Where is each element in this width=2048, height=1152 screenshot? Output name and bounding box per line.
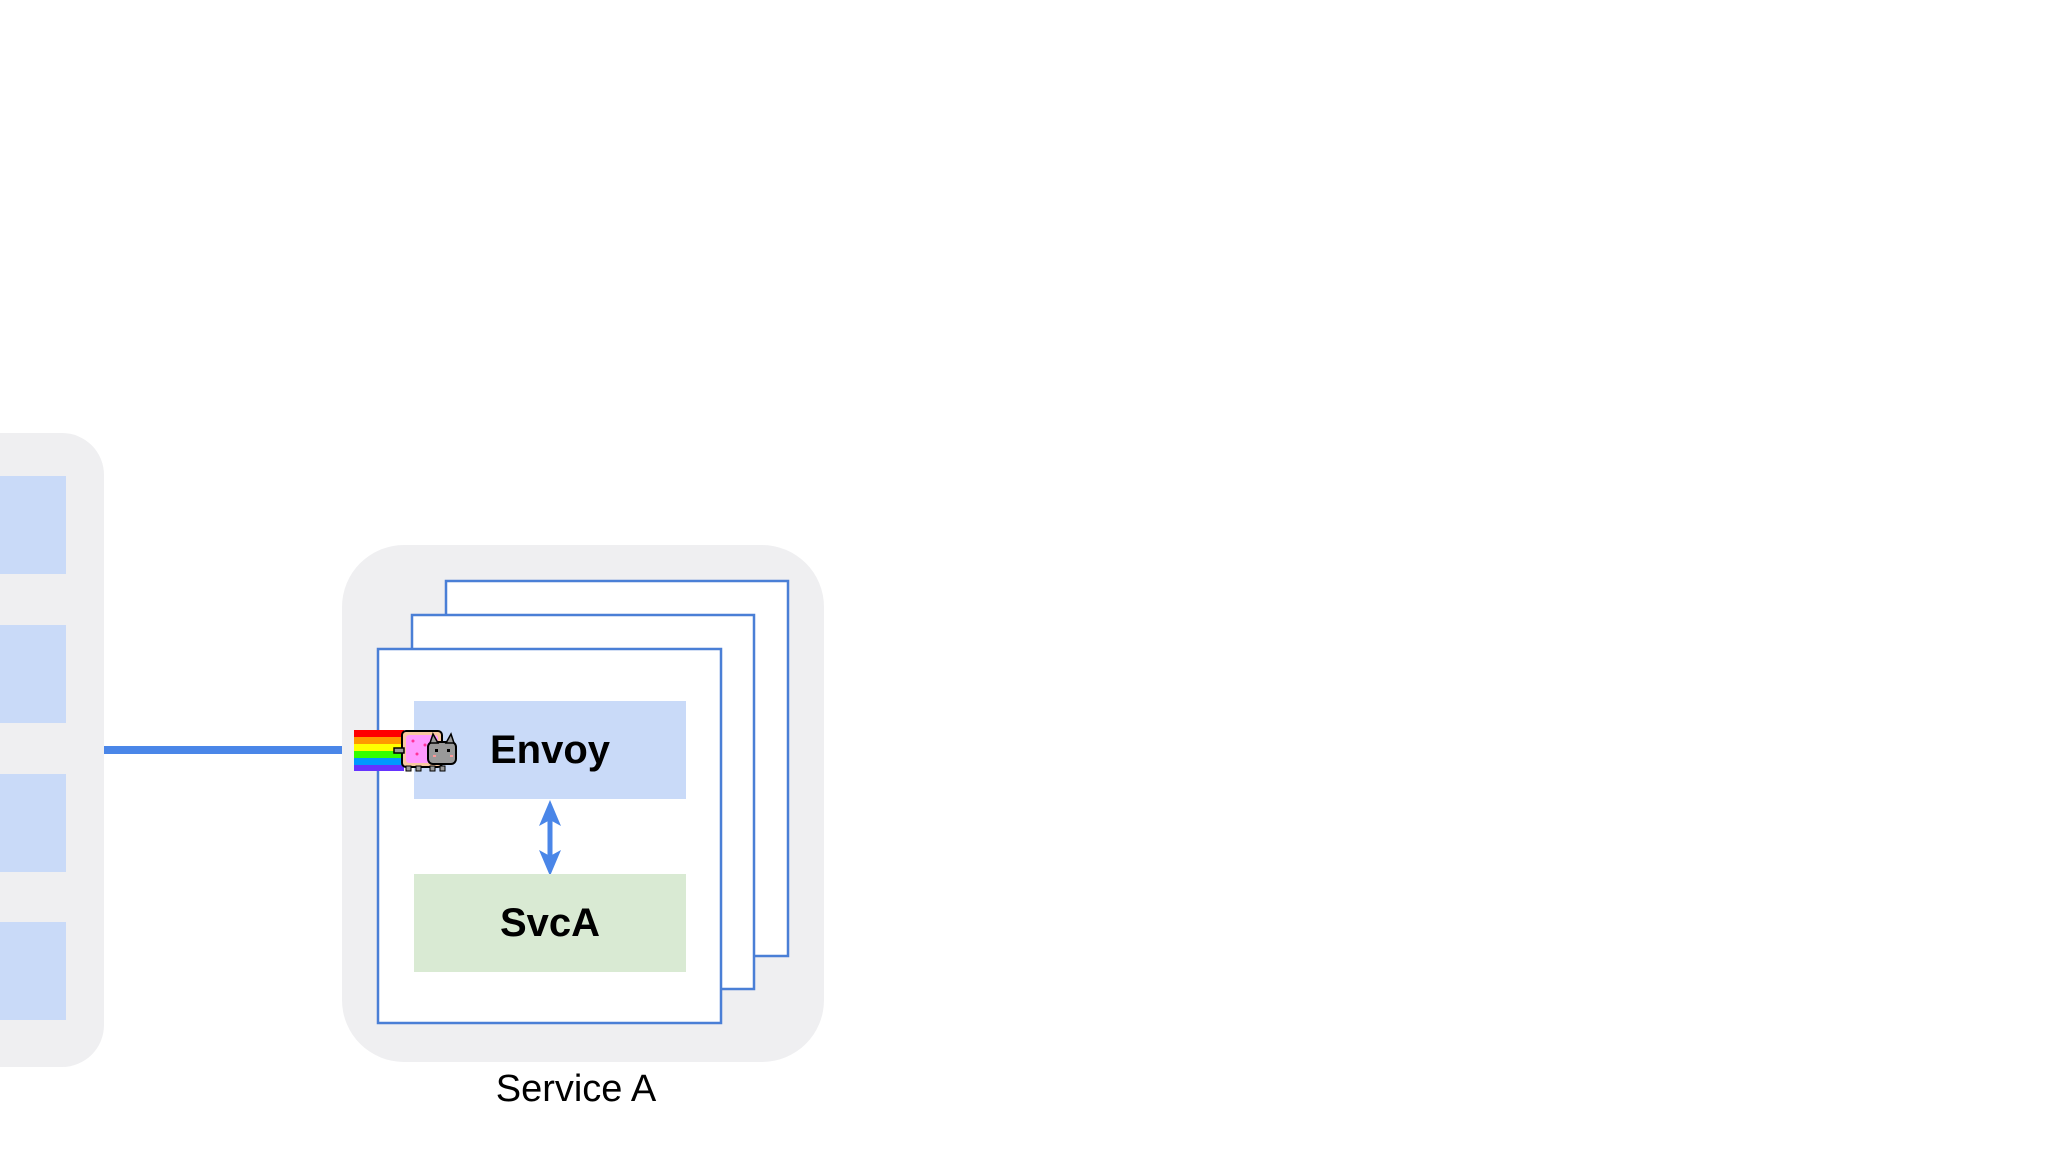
left-box-1 bbox=[0, 476, 66, 574]
left-box-4 bbox=[0, 922, 66, 1020]
left-box-2 bbox=[0, 625, 66, 723]
rainbow-trail bbox=[354, 730, 404, 771]
nyan-head bbox=[427, 741, 457, 765]
left-service-group bbox=[0, 433, 104, 1067]
svca-box bbox=[414, 874, 686, 972]
service-a-group: Envoy SvcA Service A bbox=[342, 545, 824, 1110]
envoy-label: Envoy bbox=[490, 728, 611, 772]
bidirectional-arrow bbox=[539, 800, 561, 876]
nyan-cat-icon bbox=[354, 730, 457, 772]
envoy-box bbox=[414, 701, 686, 799]
service-a-label: Service A bbox=[496, 1068, 657, 1110]
left-group-background bbox=[0, 433, 104, 1067]
svca-label: SvcA bbox=[500, 901, 600, 945]
left-box-3 bbox=[0, 774, 66, 872]
